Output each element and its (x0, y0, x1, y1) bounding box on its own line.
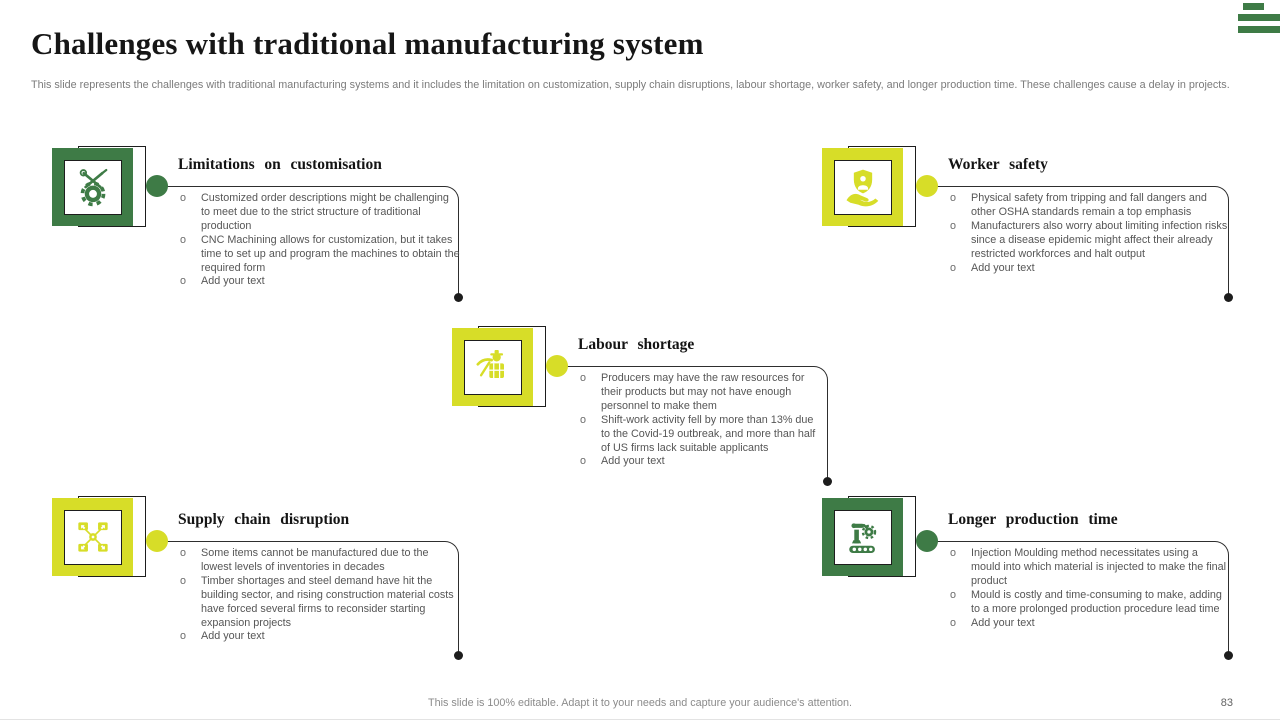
challenge-title: Limitations on customisation (178, 156, 382, 173)
page-subtitle: This slide represents the challenges wit… (31, 79, 1230, 91)
icon-block (822, 146, 917, 229)
challenge-title: Longer production time (948, 511, 1118, 528)
challenge-bullets: Customized order descriptions might be c… (180, 192, 460, 289)
connector-dot (146, 530, 168, 552)
bullet-text: Customized order descriptions might be c… (201, 192, 449, 232)
bullet-text: Some items cannot be manufactured due to… (201, 547, 429, 573)
challenge-bullets: Some items cannot be manufactured due to… (180, 547, 460, 644)
logo-bar (1238, 26, 1280, 33)
icon-inner (463, 339, 522, 395)
bullet-text-placeholder: Add your text (201, 275, 265, 288)
bullet-text-placeholder: Add your text (601, 455, 665, 468)
bullet-item: Add your text (950, 262, 1230, 276)
connector-end-dot (1224, 293, 1233, 302)
icon-frame (52, 148, 133, 226)
icon-inner (63, 159, 122, 215)
bullet-item: Timber shortages and steel demand have h… (180, 575, 460, 631)
bullet-item: Add your text (950, 617, 1230, 631)
challenge-title: Labour shortage (578, 336, 695, 353)
icon-block (52, 496, 147, 579)
logo-bar (1243, 3, 1264, 10)
icon-inner (833, 159, 892, 215)
robotic-arm-icon (848, 523, 876, 554)
bullet-item: Some items cannot be manufactured due to… (180, 547, 460, 575)
bullet-text-placeholder: Add your text (201, 630, 265, 643)
bullet-item: Customized order descriptions might be c… (180, 192, 460, 234)
connector-end-dot (454, 293, 463, 302)
challenge-longer-production-time: Longer production time Injection Mouldin… (822, 496, 1280, 672)
distribution-network-icon (77, 522, 108, 552)
icon-frame (822, 148, 903, 226)
challenge-bullets: Producers may have the raw resources for… (580, 372, 824, 469)
gear-wrench-icon (79, 168, 107, 207)
bullet-item: Producers may have the raw resources for… (580, 372, 824, 414)
connector-end-dot (823, 477, 832, 486)
footer-note: This slide is 100% editable. Adapt it to… (427, 697, 852, 709)
logo-bar (1238, 14, 1280, 21)
page-title: Challenges with traditional manufacturin… (31, 26, 704, 61)
challenge-worker-safety: Worker safety Physical safety from tripp… (822, 146, 1280, 317)
challenge-supply-chain-disruption: Supply chain disruption Some items canno… (52, 496, 532, 672)
bullet-text-placeholder: Add your text (971, 261, 1035, 274)
worker-icon (476, 350, 504, 378)
challenge-labour-shortage: Labour shortage Producers may have the r… (452, 326, 932, 497)
bullet-text: Timber shortages and steel demand have h… (201, 574, 454, 629)
challenge-bullets: Physical safety from tripping and fall d… (950, 192, 1230, 275)
hand-shield-icon (846, 169, 878, 207)
icon-block (452, 326, 547, 409)
bullet-text-placeholder: Add your text (971, 616, 1035, 629)
bullet-item: Add your text (580, 455, 824, 469)
bullet-item: Add your text (180, 275, 460, 289)
challenge-bullets: Injection Moulding method necessitates u… (950, 547, 1230, 630)
icon-inner (833, 509, 892, 565)
icon-frame (822, 498, 903, 576)
bullet-item: Shift-work activity fell by more than 13… (580, 414, 824, 456)
connector-end-dot (1224, 651, 1233, 660)
challenge-title: Worker safety (948, 156, 1048, 173)
bullet-item: CNC Machining allows for customization, … (180, 234, 460, 276)
icon-inner (63, 509, 122, 565)
connector-dot (916, 530, 938, 552)
challenge-title: Supply chain disruption (178, 511, 350, 528)
bullet-text: CNC Machining allows for customization, … (201, 233, 460, 274)
bullet-item: Injection Moulding method necessitates u… (950, 547, 1230, 589)
icon-frame (452, 328, 533, 406)
connector-dot (546, 355, 568, 377)
bullet-item: Physical safety from tripping and fall d… (950, 192, 1230, 220)
icon-block (52, 146, 147, 229)
connector-dot (146, 175, 168, 197)
connector-dot (916, 175, 938, 197)
connector-end-dot (454, 651, 463, 660)
connector-panel (557, 366, 828, 482)
bullet-item: Mould is costly and time-consuming to ma… (950, 589, 1230, 617)
icon-frame (52, 498, 133, 576)
bullet-text: Shift-work activity fell by more than 13… (601, 413, 816, 454)
page-number: 83 (1220, 697, 1233, 709)
bullet-text: Manufacturers also worry about limiting … (971, 219, 1228, 260)
icon-block (822, 496, 917, 579)
bullet-text: Injection Moulding method necessitates u… (971, 547, 1227, 587)
bullet-text: Producers may have the raw resources for… (601, 372, 805, 412)
brand-bars-logo (1238, 3, 1280, 37)
challenge-limitations-on-customisation: Limitations on customisation Customized … (52, 146, 532, 317)
bullet-text: Physical safety from tripping and fall d… (971, 192, 1207, 218)
bullet-item: Manufacturers also worry about limiting … (950, 220, 1230, 262)
bullet-item: Add your text (180, 630, 460, 644)
bullet-text: Mould is costly and time-consuming to ma… (971, 588, 1222, 615)
